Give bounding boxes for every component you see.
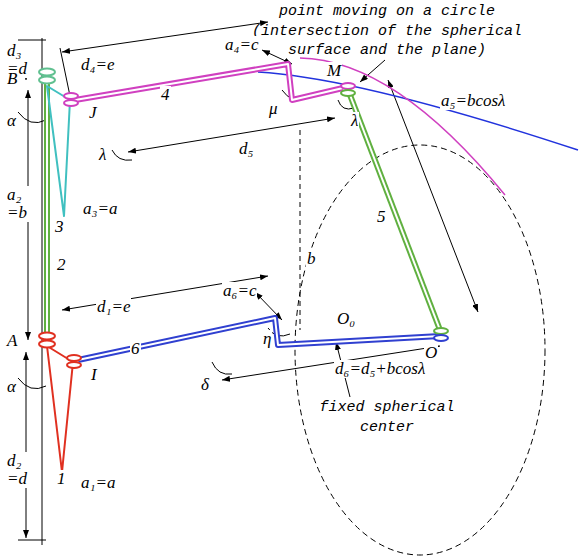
dimension-label: a₆=c	[222, 282, 257, 300]
angle-label: λ	[98, 146, 107, 164]
dimension-label: a₂ =b	[6, 186, 32, 222]
dimension-label: a₃=a	[82, 200, 118, 218]
dimension-label: b	[306, 250, 317, 268]
dimension-label: d₁=e	[96, 298, 131, 316]
dimension-label: a₁=a	[80, 474, 116, 492]
note-text: fixed spherical center	[316, 398, 458, 437]
dimension-label: a₄=c	[224, 36, 259, 54]
joints	[39, 69, 448, 369]
link-number: 6	[130, 340, 141, 358]
link-number: 3	[54, 218, 65, 236]
link-number: 4	[160, 86, 171, 104]
link-number: 1	[56, 470, 67, 488]
angle-label: δ	[200, 376, 210, 394]
note-text: point moving on a circle (intersection o…	[246, 2, 528, 61]
dimension-label: d₄=e	[80, 56, 115, 74]
angle-label: λ	[350, 112, 359, 130]
angle-label: α	[6, 112, 17, 130]
dimension-label: a₅=bcosλ	[440, 92, 506, 110]
point-label: O₀	[336, 310, 356, 328]
joint-label: A	[6, 332, 18, 350]
angle-label: α	[6, 378, 17, 396]
joint-label: B	[6, 70, 18, 88]
angle-label: η	[262, 330, 272, 348]
point-label: M	[326, 62, 342, 80]
dimension-label: d₆=d₅+bcosλ	[334, 360, 426, 378]
dimension-label: d₂ =d	[6, 452, 32, 488]
dimension-lines	[18, 22, 545, 555]
link-number: 2	[56, 256, 67, 274]
link-number: 5	[376, 208, 387, 226]
joint-label: J	[88, 104, 98, 122]
dimension-label: d₅	[238, 140, 254, 158]
angle-label: μ	[268, 100, 279, 118]
joint-label: I	[90, 366, 98, 384]
